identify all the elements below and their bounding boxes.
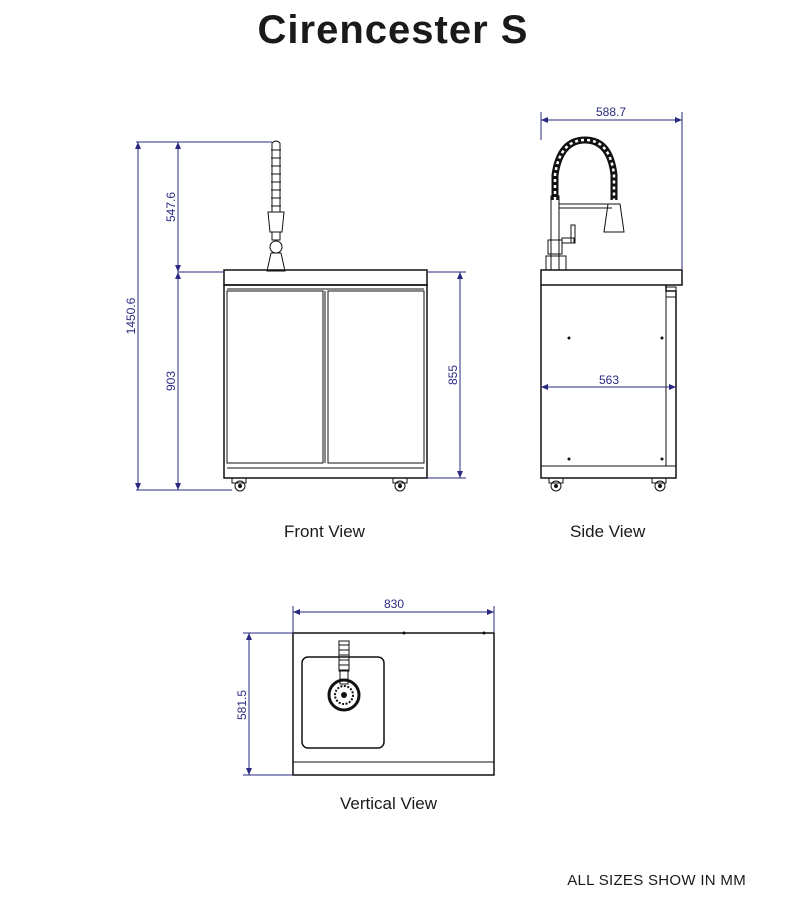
top-outline: [292, 632, 495, 776]
dim-cabinet-height: 903: [164, 371, 178, 391]
dim-body-depth: 563: [599, 373, 619, 387]
front-dimensions: 1450.6 547.6 903 855: [124, 141, 466, 491]
side-countertop: [540, 269, 683, 286]
dim-total-height: 1450.6: [124, 297, 138, 334]
dim-depth: 581.5: [235, 690, 249, 720]
side-casters: [548, 477, 667, 492]
dim-faucet-height: 547.6: [164, 192, 178, 222]
vertical-view: 830 581.5: [235, 597, 495, 776]
units-footnote: ALL SIZES SHOW IN MM: [567, 872, 746, 889]
vertical-dimensions: 830 581.5: [235, 597, 495, 776]
side-view: 588.7 563: [540, 105, 683, 492]
side-faucet: [545, 136, 625, 271]
front-right-door: [327, 290, 425, 464]
front-faucet: [266, 140, 286, 272]
front-cabinet-body: [223, 284, 428, 479]
front-view-label: Front View: [284, 522, 365, 541]
side-dimensions: 588.7 563: [540, 105, 683, 390]
dim-body-height: 855: [446, 365, 460, 385]
drain: [327, 678, 361, 712]
front-casters: [231, 477, 408, 492]
sink-basin: [301, 656, 385, 749]
front-countertop: [223, 269, 428, 286]
front-view: 1450.6 547.6 903 855: [124, 140, 466, 492]
front-left-door: [226, 290, 324, 464]
dim-width: 830: [384, 597, 404, 611]
side-view-label: Side View: [570, 522, 646, 541]
drawing-title: Cirencester S: [257, 8, 529, 52]
dim-overall-depth: 588.7: [596, 105, 626, 119]
vertical-view-label: Vertical View: [340, 794, 438, 813]
